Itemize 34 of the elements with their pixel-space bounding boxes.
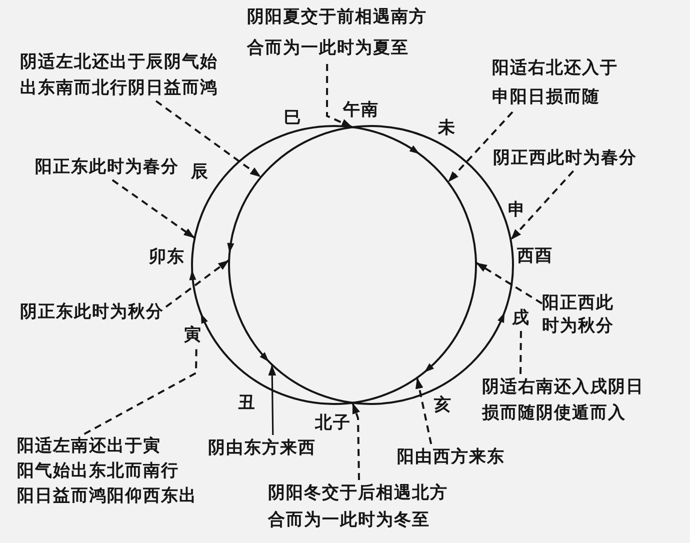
- branch-label: 丑: [238, 393, 256, 413]
- leader-line: [112, 179, 196, 239]
- leader-line: [326, 64, 353, 128]
- annotation-text: 阴阳冬交于后相遇北方合而为一此时为冬至: [268, 480, 450, 534]
- leader-line: [155, 100, 262, 178]
- branch-label: 辰: [191, 162, 209, 182]
- leader-line: [415, 378, 432, 444]
- annotation-text: 阳适右北还入于申阳日损而随: [492, 54, 620, 112]
- annotation-text: 阳正西此时为秋分: [542, 292, 616, 338]
- branch-label: 卯东: [149, 247, 185, 267]
- leader-line: [268, 364, 276, 436]
- leader-line: [447, 111, 514, 183]
- annotation-text: 阳由西方来东: [397, 444, 507, 470]
- annotation-text: 阴正东此时为秋分: [20, 299, 166, 325]
- leader-line: [352, 402, 360, 480]
- branch-label: 西酉: [517, 246, 553, 266]
- branch-label: 申: [508, 200, 526, 220]
- annotation-text: 阴适右南还入戌阴日损而随阴使遁而入: [482, 374, 646, 426]
- leader-line: [475, 262, 543, 304]
- leader-line: [510, 170, 574, 241]
- branch-label: 巳: [284, 108, 302, 128]
- branch-label: 亥: [434, 395, 452, 415]
- branch-label: 午南: [343, 100, 379, 120]
- branch-label: 寅: [183, 325, 203, 345]
- annotation-text: 阴适左北还出于辰阴气始出东南而北行阴日益而鸿: [20, 49, 220, 101]
- annotation-text: 阳适左南还出于寅阳气始出东北而南行阳日益而鸿阳仰西东出: [17, 434, 199, 509]
- branch-label: 北子: [315, 413, 351, 433]
- annotation-text: 阳正东此时为春分: [35, 154, 181, 180]
- annotation-text: 阴阳夏交于前相遇南方合而为一此时为夏至: [247, 2, 429, 64]
- leader-line: [165, 259, 230, 308]
- branch-label: 戌: [511, 308, 531, 328]
- branch-label: 未: [438, 118, 456, 138]
- annotation-text: 阴正西此时为春分: [493, 145, 639, 171]
- annotation-text: 阴由东方来西: [208, 435, 318, 461]
